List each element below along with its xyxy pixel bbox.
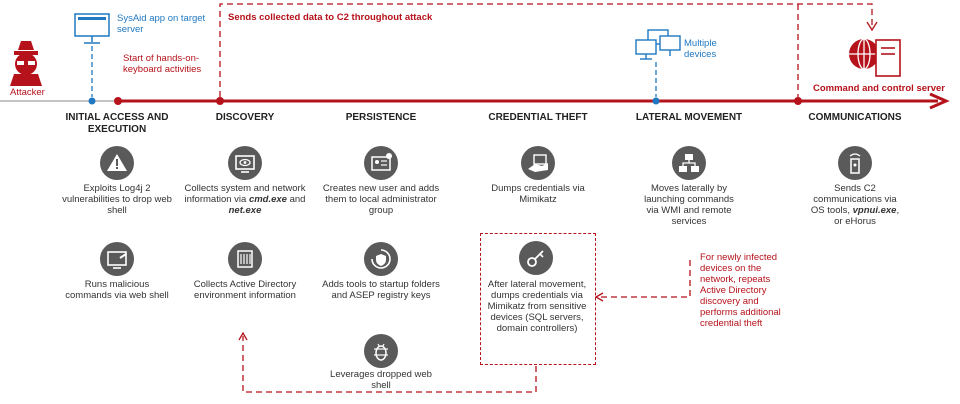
multiple-devices-icon	[635, 29, 681, 60]
attacker-icon	[10, 41, 42, 86]
item-run-commands: Runs malicious commands via web shell	[65, 279, 169, 301]
item-c2-comms: Sends C2 communications via OS tools, vp…	[808, 183, 903, 227]
lateral-loop-right	[599, 260, 691, 298]
sensitive-devices-box	[480, 233, 596, 365]
user-card-icon	[364, 146, 398, 180]
item-exploit-log4j: Exploits Log4j 2 vulnerabilities to drop…	[62, 183, 172, 216]
exfil-arrowhead	[866, 21, 878, 32]
phase-header-discovery: DISCOVERY	[215, 112, 275, 123]
rediscovery-loop	[242, 336, 537, 393]
item-dump-sensitive: After lateral movement, dumps credential…	[487, 279, 587, 334]
attacker-label: Attacker	[10, 87, 45, 98]
net-exe-text: net.exe	[228, 205, 262, 216]
c2-server-label: Command and control server	[813, 83, 945, 94]
item-dump-credentials: Dumps credentials via Mimikatz	[491, 183, 585, 205]
phase-header-credential-theft: CREDENTIAL THEFT	[488, 112, 588, 123]
credential-hand-icon	[521, 146, 555, 180]
warning-icon	[100, 146, 134, 180]
sysaid-label: SysAid app on target server	[117, 13, 206, 35]
item-create-user: Creates new user and adds them to local …	[322, 183, 440, 216]
directory-icon	[228, 242, 262, 276]
lateral-note: For newly infected devices on the networ…	[700, 252, 781, 329]
and-text: and	[286, 194, 306, 205]
shield-refresh-icon	[364, 242, 398, 276]
server-monitor-icon	[74, 13, 110, 44]
item-startup-folders: Adds tools to startup folders and ASEP r…	[322, 279, 440, 301]
multiple-devices-label: Multiple devices	[684, 38, 717, 60]
ehorus-text: , or eHorus	[834, 205, 900, 227]
phase-header-lateral-movement: LATERAL MOVEMENT	[635, 112, 743, 123]
rediscovery-arrowhead	[238, 331, 248, 341]
hands-on-label: Start of hands-on-keyboard activities	[123, 53, 202, 75]
network-icon	[672, 146, 706, 180]
vpnui-exe-text: vpnui.exe	[852, 205, 897, 216]
item-collect-system-info: Collects system and network information …	[180, 183, 310, 216]
phase-header-communications: COMMUNICATIONS	[808, 112, 902, 123]
c2-point	[794, 97, 802, 105]
collect-system-text: Collects system and network information …	[184, 183, 306, 205]
remote-device-icon	[838, 146, 872, 180]
phase-header-initial-access: INITIAL ACCESS AND EXECUTION	[65, 112, 169, 135]
c2-comms-text: Sends C2 communications via OS tools,	[810, 183, 897, 216]
eye-monitor-icon	[228, 146, 262, 180]
cmd-exe-text: cmd.exe	[248, 194, 287, 205]
c2-exfil-label: Sends collected data to C2 throughout at…	[228, 12, 433, 23]
c2-server-icon	[849, 38, 901, 77]
hands-on-point	[114, 97, 122, 105]
item-move-laterally: Moves laterally by launching commands vi…	[644, 183, 734, 227]
discovery-point	[216, 97, 224, 105]
web-shell-icon	[100, 242, 134, 276]
lateral-loop-arrowhead	[594, 292, 604, 302]
timeline-arrowhead	[929, 92, 950, 110]
exfil-loop	[219, 3, 873, 97]
devices-point	[652, 97, 660, 105]
key-icon	[519, 241, 553, 275]
item-web-shell: Leverages dropped web shell	[330, 369, 432, 391]
bug-icon	[364, 334, 398, 368]
phase-header-persistence: PERSISTENCE	[345, 112, 417, 123]
sysaid-point	[88, 97, 96, 105]
item-collect-ad: Collects Active Directory environment in…	[193, 279, 297, 301]
